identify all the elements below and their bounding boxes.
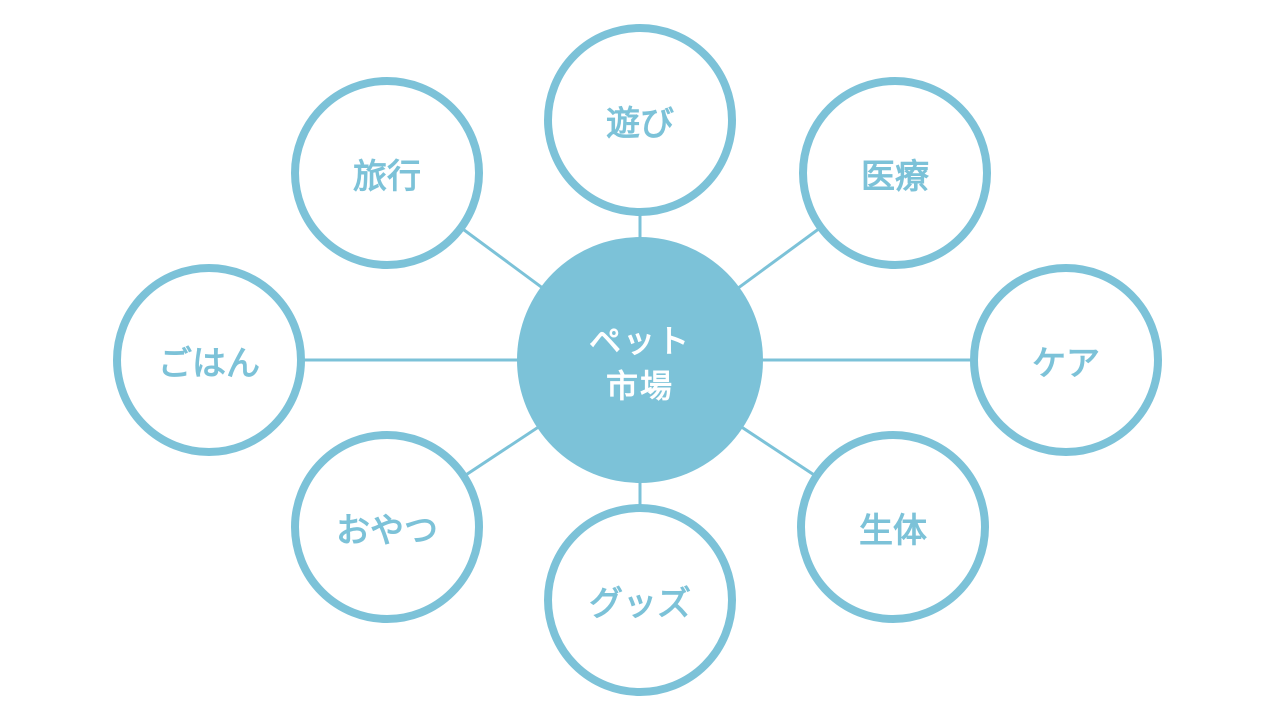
center-label-line1: ペット (589, 322, 691, 360)
node-ryokou: 旅行 (291, 77, 483, 269)
node-ring-asobi (544, 24, 736, 216)
node-oyatsu: おやつ (291, 431, 483, 623)
center-disc (517, 237, 763, 483)
node-ring-kea (970, 264, 1162, 456)
node-kea: ケア (970, 264, 1162, 456)
node-label-oyatsu: おやつ (336, 511, 438, 551)
node-label-iryou: 医療 (861, 157, 930, 197)
node-ring-ryokou (291, 77, 483, 269)
node-ring-iryou (799, 77, 991, 269)
node-guzzu: グッズ (544, 504, 736, 696)
node-seitai: 生体 (797, 431, 989, 623)
node-label-asobi: 遊び (606, 104, 674, 144)
node-ring-gohan (113, 264, 305, 456)
node-ring-seitai (797, 431, 989, 623)
node-label-kea: ケア (1032, 344, 1100, 384)
node-label-gohan: ごはん (158, 344, 260, 384)
center-label-line2: 市場 (606, 367, 674, 405)
node-ring-oyatsu (291, 431, 483, 623)
node-label-ryokou: 旅行 (353, 157, 421, 197)
node-iryou: 医療 (799, 77, 991, 269)
node-label-guzzu: グッズ (589, 584, 691, 624)
node-label-seitai: 生体 (859, 511, 927, 551)
node-asobi: 遊び (544, 24, 736, 216)
center-node: ペット 市場 (517, 237, 763, 483)
node-ring-guzzu (544, 504, 736, 696)
node-gohan: ごはん (113, 264, 305, 456)
